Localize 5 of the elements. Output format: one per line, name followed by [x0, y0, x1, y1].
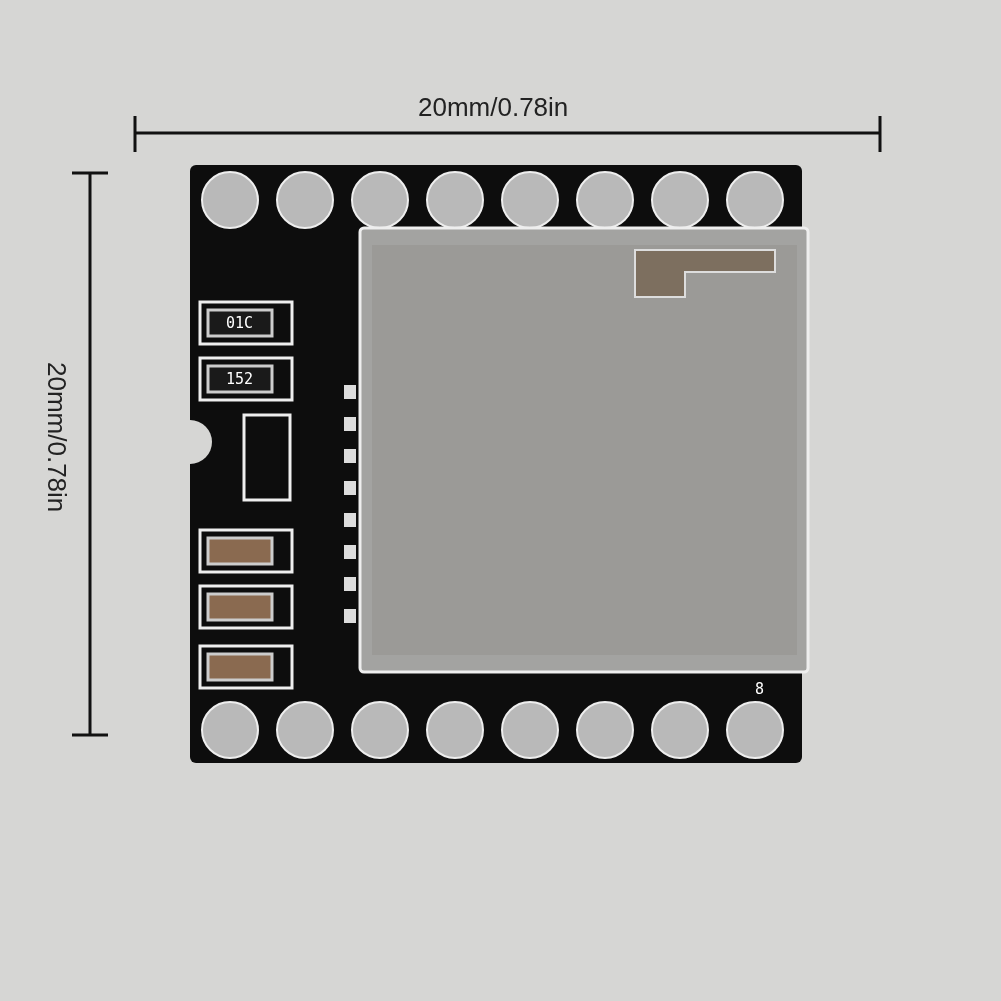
- component-marking: 152: [226, 372, 254, 387]
- dimension-label: 20mm/0.78in: [418, 94, 569, 120]
- dimension-label: 20mm/0.78in: [44, 362, 70, 513]
- component-marking: 01C: [226, 316, 254, 331]
- pin-number: 8: [755, 682, 765, 697]
